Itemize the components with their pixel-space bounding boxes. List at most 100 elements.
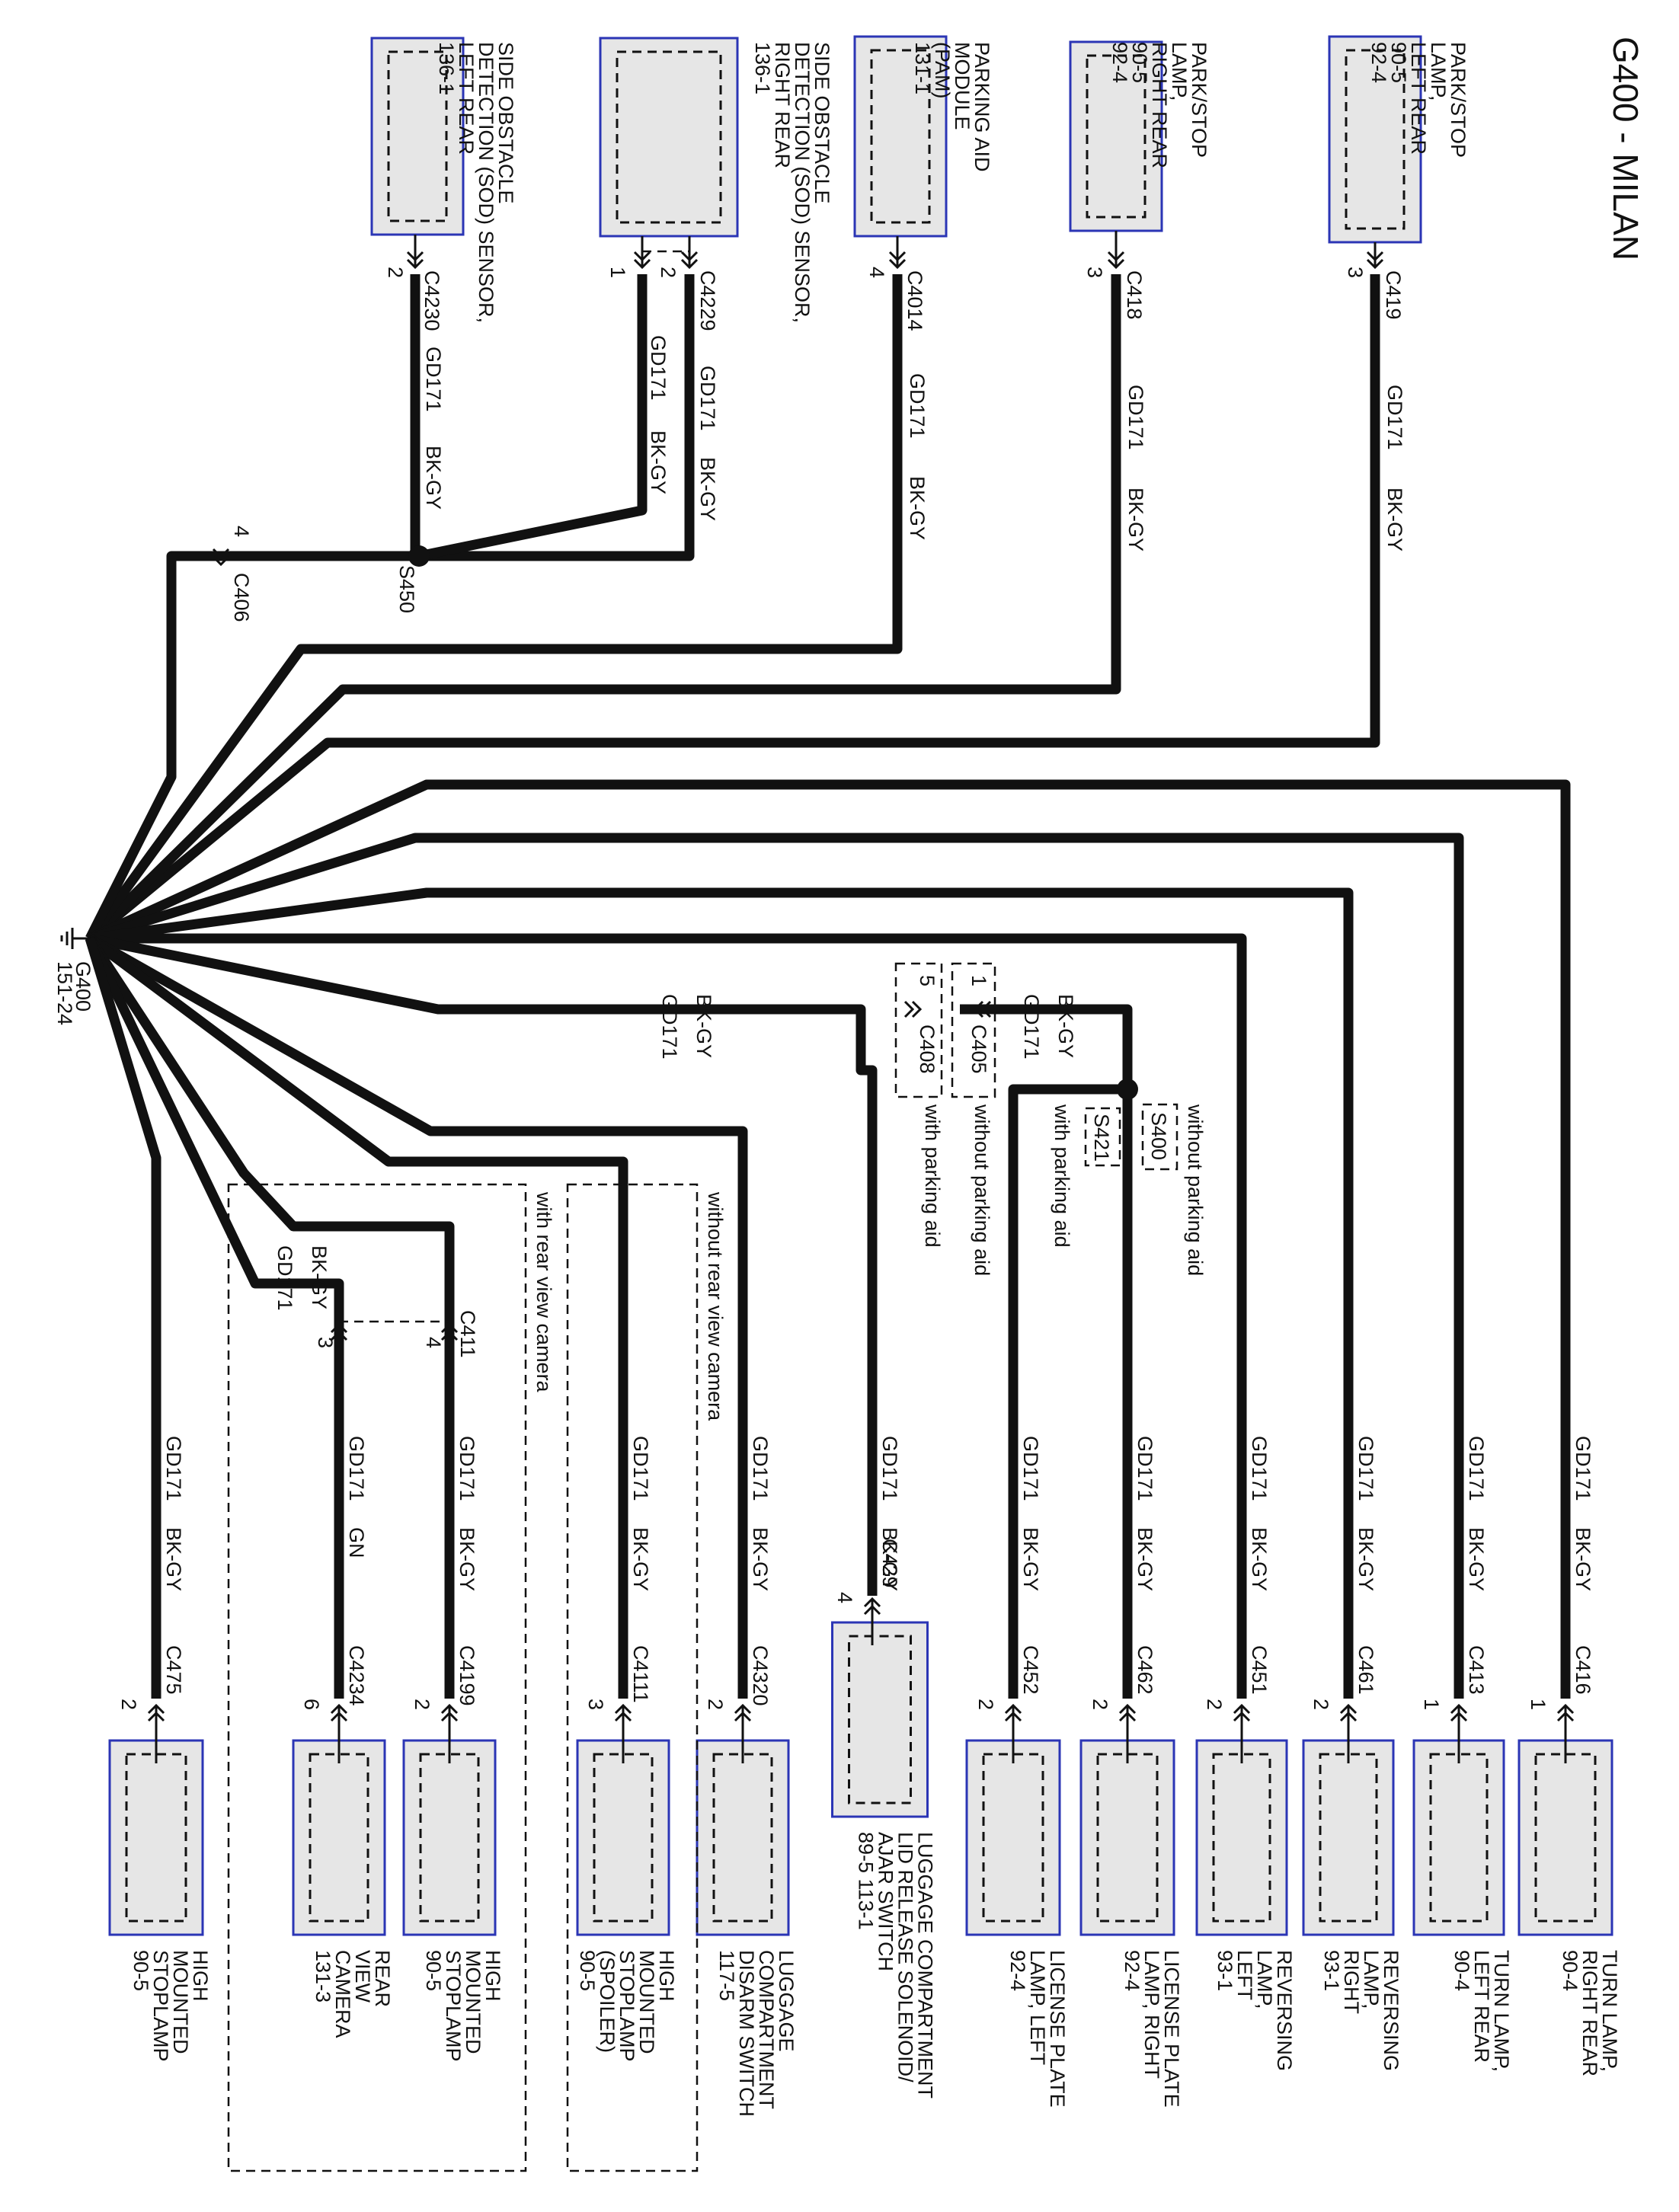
wire-rev-r (89, 887, 1354, 1699)
component-label: LEFT REAR (1407, 42, 1430, 155)
wire-color-label: BK-GY (878, 1527, 901, 1591)
component-label: LEFT REAR (455, 42, 478, 155)
pin-number: 2 (1203, 1699, 1226, 1710)
connector-chevron (614, 1703, 632, 1722)
connector-chevron (680, 251, 699, 270)
connector-chevron (1556, 1703, 1575, 1722)
component-label: 92-4 (1367, 42, 1390, 83)
circuit-label: GD171 (1354, 1436, 1377, 1501)
connector-chevron (1233, 1703, 1251, 1722)
option-box-camera (227, 1183, 527, 2172)
connector-chevron (1004, 1703, 1022, 1722)
wire-lug-disarm (87, 934, 748, 1699)
circuit-label: GD171 (1134, 1436, 1156, 1501)
bottom-component-box (1412, 1739, 1505, 1936)
connector-chevron (1339, 1703, 1358, 1722)
pin-number: 3 (1083, 267, 1106, 278)
connector-label: C451 (1248, 1645, 1271, 1695)
pin-number: 1 (606, 267, 629, 278)
wire-color-label: BK-GY (647, 430, 670, 494)
bottom-component-box-inner (309, 1753, 369, 1923)
connector-chevron (330, 1703, 348, 1722)
connector-chevron (440, 1322, 459, 1341)
top-component-box-inner (1345, 49, 1406, 230)
pin-number: 1 (1527, 1699, 1549, 1710)
bottom-component-box (292, 1739, 386, 1936)
circuit-label: GD171 (1248, 1436, 1271, 1501)
wire-rr-park (86, 274, 1121, 942)
component-label: VIEW (351, 1950, 374, 2003)
component-label: STOPLAMP (616, 1950, 638, 2062)
connector-label: C452 (1019, 1645, 1042, 1695)
pin-number: 4 (230, 526, 253, 537)
component-label: REVERSING (1380, 1950, 1402, 2071)
circuit-label: GD171 (162, 1436, 185, 1501)
pin-number: 2 (1310, 1699, 1332, 1710)
pin-number: 1 (967, 975, 990, 986)
pin-number: 2 (117, 1699, 140, 1710)
component-label: STOPLAMP (442, 1950, 465, 2062)
ground-ref: 151-24 (53, 961, 76, 1025)
component-label: 90-5 (576, 1950, 599, 1991)
bottom-component-box-inner (125, 1753, 187, 1923)
circuit-label: GD171 (1383, 385, 1406, 450)
bottom-component-box (1302, 1739, 1395, 1936)
bottom-component-box (1079, 1739, 1175, 1936)
bottom-component-box-inner (419, 1753, 480, 1923)
component-label: REVERSING (1273, 1950, 1296, 2071)
connector-chevron (633, 251, 651, 270)
top-component-box (1328, 35, 1422, 244)
pin-number: 2 (704, 1699, 727, 1710)
component-label: LEFT (1233, 1950, 1256, 2000)
component-label: 90-5 (130, 1950, 152, 1991)
component-label: LAMP, LEFT (1026, 1950, 1049, 2065)
component-label: TURN LAMP, (1490, 1950, 1513, 2072)
connector-label: C4199 (456, 1645, 478, 1706)
pin-number: 6 (300, 1699, 323, 1710)
wire-sod-right-2 (419, 274, 695, 561)
component-label: PARK/STOP (1447, 42, 1470, 158)
component-label: 92-4 (1108, 42, 1131, 83)
connector-chevron (888, 251, 907, 270)
connector-label: C405 (967, 1024, 990, 1074)
connector-label: C419 (1382, 270, 1405, 320)
component-label: 93-1 (1320, 1950, 1343, 1991)
component-label: PARK/STOP (1188, 42, 1210, 158)
circuit-label: GD171 (345, 1436, 368, 1501)
connector-chevron (330, 1322, 348, 1341)
component-label: (PAM) (931, 42, 954, 99)
component-label: HIGH (481, 1950, 504, 2002)
wire-color-label: BK-GY (1465, 1527, 1488, 1591)
component-label: MODULE (951, 42, 974, 130)
component-label: COMPARTMENT (755, 1950, 778, 2109)
wire-turn-rr (88, 779, 1571, 1699)
top-component-box-inner (1086, 54, 1147, 219)
component-label: LAMP, RIGHT (1140, 1950, 1163, 2079)
bottom-component-box-inner (1534, 1753, 1597, 1923)
top-component-box-inner (870, 49, 931, 224)
component-label: RIGHT (1340, 1950, 1363, 2014)
wire-color-label: BK-GY (696, 457, 719, 521)
connector-c405-chevron (973, 1000, 992, 1018)
component-label: 136-1 (435, 42, 458, 94)
wire-color-label: BK-GY (749, 1527, 772, 1591)
pin-number: 5 (916, 975, 939, 986)
component-label: 90-5 (1128, 42, 1151, 83)
wire-color-label: BK-GY (1248, 1527, 1271, 1591)
connector-label: C4230 (421, 270, 443, 331)
wire-color-label: BK-GY (162, 1527, 185, 1591)
component-label: 117-5 (715, 1950, 738, 2001)
pin-number: 3 (314, 1337, 337, 1348)
wire-lic-l (1008, 1084, 1127, 1699)
wire-color-label: BK-GY (422, 446, 445, 510)
connector-chevron (1107, 251, 1125, 270)
top-component-box-inner (616, 50, 722, 224)
wire-lug-lid (88, 933, 878, 1596)
top-component-box (1069, 40, 1163, 232)
pin-number: 2 (411, 1699, 433, 1710)
connector-chevron (440, 1703, 459, 1722)
component-label: LICENSE PLATE (1160, 1950, 1183, 2108)
wire-c405-branch (960, 1004, 1133, 1089)
bottom-component-box (576, 1739, 670, 1936)
